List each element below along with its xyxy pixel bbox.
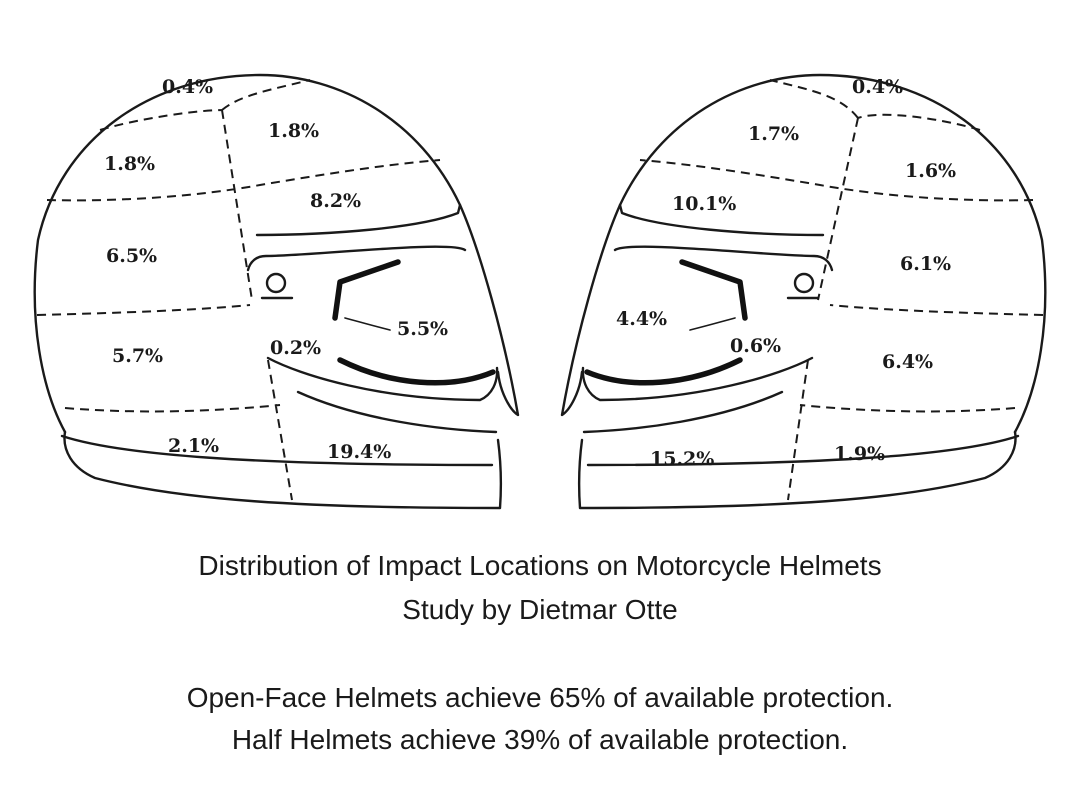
left-zone-dividers xyxy=(36,79,441,501)
left-label-chin: 19.4% xyxy=(327,441,391,463)
right-visor xyxy=(560,203,825,417)
right-label-upper-back: 1.6% xyxy=(905,160,956,182)
right-label-crown: 0.4% xyxy=(852,76,903,98)
caption-open-face: Open-Face Helmets achieve 65% of availab… xyxy=(186,682,894,713)
left-chin-guard xyxy=(266,356,499,402)
right-helmet-outline xyxy=(618,73,1047,434)
left-label-visor-edge: 5.5% xyxy=(397,318,448,340)
left-label-back-mid: 6.5% xyxy=(106,245,157,267)
right-vent-icon xyxy=(793,272,815,294)
caption-study: Study by Dietmar Otte xyxy=(402,594,678,625)
left-lower-edge xyxy=(296,390,498,434)
helmet-diagram: 0.4% 1.8% 1.8% 8.2% 6.5% 5.5% 0.2% 5.7% … xyxy=(33,73,1047,510)
right-label-forehead: 10.1% xyxy=(672,193,736,215)
caption-title: Distribution of Impact Locations on Moto… xyxy=(198,550,882,581)
left-label-nape: 2.1% xyxy=(168,435,219,457)
left-label-back-lower: 5.7% xyxy=(112,345,163,367)
right-label-ear: 0.6% xyxy=(730,335,781,357)
right-eye-opening xyxy=(584,259,748,386)
right-label-chin: 15.2% xyxy=(650,448,714,470)
left-label-ear: 0.2% xyxy=(270,337,321,359)
left-helmet-rim-inner xyxy=(60,434,494,467)
left-visor xyxy=(255,203,520,417)
right-lower-edge xyxy=(582,390,784,434)
left-helmet-outline xyxy=(33,73,462,434)
right-helmet-rim-inner xyxy=(586,434,1020,467)
caption-half-helmet: Half Helmets achieve 39% of available pr… xyxy=(231,724,849,755)
right-label-back-mid: 6.1% xyxy=(900,253,951,275)
left-label-temple: 8.2% xyxy=(310,190,361,212)
right-label-back-lower: 6.4% xyxy=(882,351,933,373)
right-helmet xyxy=(560,73,1047,510)
right-chin-guard xyxy=(581,356,814,402)
right-label-upper-front: 1.7% xyxy=(748,123,799,145)
left-helmet xyxy=(33,73,520,510)
left-eye-opening xyxy=(332,259,496,386)
left-label-upper-back: 1.8% xyxy=(104,153,155,175)
right-face-opening xyxy=(613,245,834,272)
right-label-visor-edge: 4.4% xyxy=(616,308,667,330)
left-helmet-rim xyxy=(63,430,503,510)
right-label-nape: 1.9% xyxy=(834,443,885,465)
left-label-upper-side: 1.8% xyxy=(268,120,319,142)
left-face-opening xyxy=(246,245,467,272)
right-zone-dividers xyxy=(639,79,1044,501)
left-label-crown: 0.4% xyxy=(162,76,213,98)
left-vent-icon xyxy=(265,272,287,294)
right-helmet-rim xyxy=(577,430,1017,510)
